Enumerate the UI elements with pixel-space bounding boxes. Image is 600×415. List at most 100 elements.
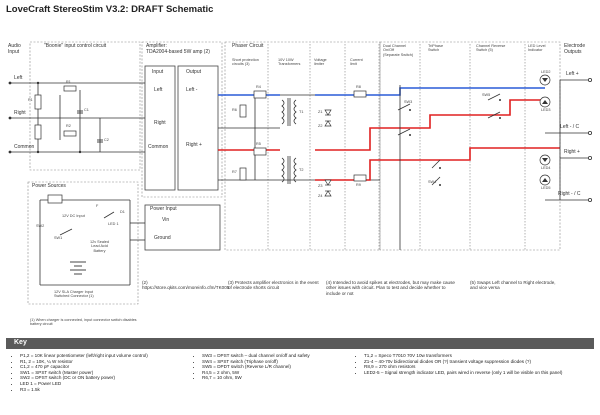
key-item: R8,9 = 270 ohm resistors [364,364,588,370]
phaser-frame [224,41,381,251]
r9-resistor [353,174,367,182]
r5-label: R5 [256,142,261,146]
dual-channel-label: Dual Channel On/Off (Separate Switch) [383,44,414,57]
note-4: (4) Intended to avoid spikes at electrod… [326,280,455,296]
key-item: SW3 = DPST switch – dual channel on/off … [202,353,346,359]
triphase-label: TriPhase Switch [428,44,444,53]
boonie-label: "Boonie" input control circuit [44,43,107,49]
ground-label: Ground [154,235,171,241]
schematic-diagram [8,41,593,305]
led5-label: LED5 [541,186,551,190]
electrode-outputs-label: Electrode Outputs [564,43,586,55]
fuse-label: F [96,204,99,208]
key-item: LED 1 = Power LED [20,381,184,387]
power-frame [27,181,139,305]
power-sources-label: Power Sources [32,183,66,189]
r1-resistor [63,85,77,92]
c2-label: C2 [104,138,109,142]
amplifier-frame [141,41,223,198]
led1-label: LED 1 [108,222,119,226]
r7-label: R7 [232,170,237,174]
r2-label: R2 [66,124,71,128]
key-column-2: SW3 = DPST switch – dual channel on/off … [196,353,346,381]
r5-resistor [253,147,267,156]
out-left-c-label: Left - / C [560,124,580,130]
sw1-label: SW1 [54,236,63,240]
dc-input-label: 12V DC Input [62,214,85,218]
amp-in-right-label: Right [154,120,166,126]
boonie-frame [29,41,141,171]
amp-out-right-label: Right + [186,142,202,148]
sw4-label: SW4 [428,180,437,184]
current-limit-label: Current limit [350,58,363,67]
p1-label: P1 [28,98,33,102]
r8-label: R8 [356,85,361,89]
led2-label: LED2 [541,70,551,74]
t1-label: T1 [299,110,304,114]
t2-label: T2 [299,168,304,172]
audio-input-label: Audio Input [8,43,21,55]
amp-in-common-label: Common [148,144,169,150]
out-right-plus-label: Right + [564,149,580,155]
key-header: Key [6,338,594,349]
r9-label: R9 [356,183,361,187]
transformers-label: 10V 10W Transformers [278,58,301,67]
t1-primary [281,99,285,125]
out-right-c-label: Right - / C [558,191,581,197]
note-2: (2) https://store.qkits.com/moreinfo.cfm… [142,280,230,291]
p1-resistor [34,94,42,110]
vin-label: Vin [162,217,170,223]
key-item: SW4 = SPST switch (Triphase on/off) [202,359,346,365]
r6-resistor [239,104,247,118]
r8-resistor [353,90,367,98]
sw2-label: SW2 [36,224,45,228]
charger-label: 12V SLA Charger Input Switched Connector… [54,290,94,299]
led4-label: LED4 [541,166,551,170]
out-left-plus-label: Left + [566,71,579,77]
amp-in-left-label: Left [154,87,163,93]
note-5: (5) Swaps Left channel to Right electrod… [470,280,556,291]
r1-label: R1 [66,80,71,84]
key-column-1: P1,2 = 10K linear potentiometer (left/ri… [14,353,184,392]
key-item: R4,5 = 2 ohm, 5W [202,370,346,376]
power-input-label: Power Input [150,206,177,212]
note-1: (1) When charger is connected, input con… [30,318,137,327]
r7-resistor [239,167,247,181]
key-item: Z1-4 – 40-70v bidirectional diodes OR (?… [364,359,588,365]
key-item: R3 = 1.5k [20,387,184,393]
d1-label: D1 [120,210,125,214]
input-common-label: Common [14,144,35,150]
amp-input-box [144,65,176,191]
r4-label: R4 [256,85,261,89]
short-protection-label: Short protection circuits (3) [232,58,259,67]
r6-label: R6 [232,108,237,112]
r4-resistor [253,90,267,99]
channel-reverse-label: Channel Reverse Switch (5) [476,44,506,53]
p2-resistor [34,124,42,140]
t2-secondary [293,157,297,183]
key-item: SW2 = DPST switch (DC or ON battery powe… [20,375,184,381]
key-item: SW1 = SPST switch (Master power) [20,370,184,376]
sw5-label: SW5 [482,93,491,97]
led-indicator-label: LED Level Indicator [528,44,546,53]
amp-output-label: Output [186,69,202,75]
voltage-limiter-label: Voltage limiter [314,58,327,67]
t1-secondary [293,99,297,125]
c1-label: C1 [84,108,89,112]
amplifier-label: Amplifier: TDA2004-based 5W amp (2) [146,43,210,55]
led3-label: LED3 [541,108,551,112]
page-title: LoveCraft StereoStim V3.2: DRAFT Schemat… [6,4,214,15]
z2-label: Z2 [318,124,323,128]
key-item: T1,2 = Speco T7010 70V 10w transformers [364,353,588,359]
key-item: C1,2 = 470 pF capacitor [20,364,184,370]
amp-input-label: Input [152,69,164,75]
power-input-box [144,204,221,251]
key-item: P1,2 = 10K linear potentiometer (left/ri… [20,353,184,359]
input-right-label: Right [14,110,26,116]
t2-primary [281,157,285,183]
z1-label: Z1 [318,110,323,114]
key-item: SW5 = DPDT switch (Reverse L/R channel) [202,364,346,370]
phaser-label: Phaser Circuit [232,43,264,49]
sw3-label: SW3 [404,100,413,104]
key-heading: Key [14,339,27,346]
